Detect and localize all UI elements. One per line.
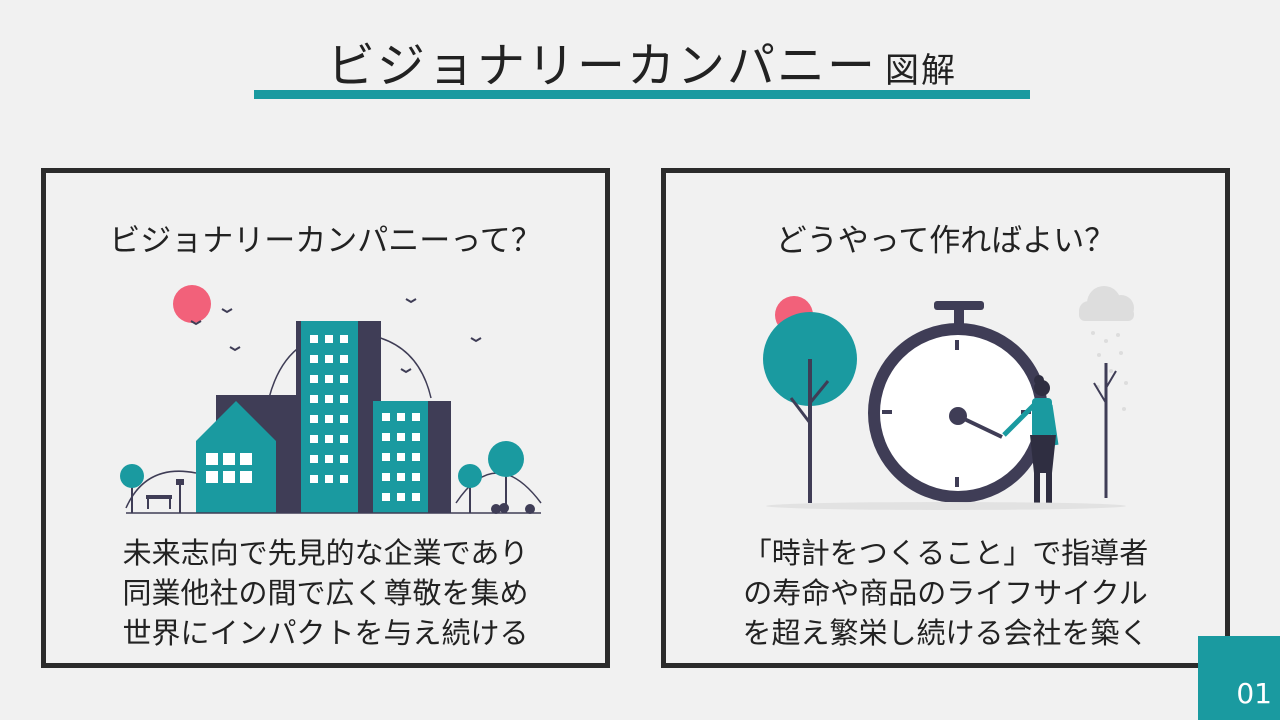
card-description: 「時計をつくること」で指導者 の寿命や商品のライフサイクル を超え繁栄し続ける会… [666,533,1225,653]
clock-illustration [763,286,1134,510]
description-line: を超え繁栄し続ける会社を築く [742,616,1149,650]
title-sub: 図解 [885,51,957,91]
city-illustration [120,285,542,514]
slide-title: ビジョナリーカンパニー図解 [254,38,1030,99]
house [196,401,276,513]
card-heading: どうやって作ればよい？ [775,223,1116,259]
description-line: の寿命や商品のライフサイクル [743,576,1148,610]
description-line: 世界にインパクトを与え続ける [122,616,529,650]
card-what-is: ビジョナリーカンパニーって？ [41,168,610,668]
building-dark-right [426,401,451,513]
bird-icon [400,368,412,374]
bird-icon [470,337,482,343]
woman-figure [1002,375,1059,507]
bench-icon [146,495,172,499]
description-line: 未来志向で先見的な企業であり [122,536,529,570]
bird-icon [405,298,417,304]
card-description: 未来志向で先見的な企業であり 同業他社の間で広く尊敬を集め 世界にインパクトを与… [46,533,605,653]
tree-icon [488,441,524,477]
page-number: 01 [1236,677,1272,710]
tree-icon [458,464,482,488]
page-number-badge: 01 [1198,636,1280,720]
tree-icon [120,464,144,488]
card-heading: ビジョナリーカンパニーって？ [109,223,542,259]
bird-icon [229,346,241,352]
clock-crown [934,301,984,310]
title-main: ビジョナリーカンパニー [326,38,877,94]
bird-icon [221,308,233,314]
bird-icon [190,320,202,326]
title-underline [254,90,1030,99]
description-line: 同業他社の間で広く尊敬を集め [122,576,529,610]
card-how-to-build: どうやって作ればよい？ [661,168,1230,668]
cloud-icon [1079,286,1134,321]
slide-header: ビジョナリーカンパニー図解 [254,30,1030,100]
sun-icon [173,285,211,323]
description-line: 「時計をつくること」で指導者 [742,536,1149,570]
